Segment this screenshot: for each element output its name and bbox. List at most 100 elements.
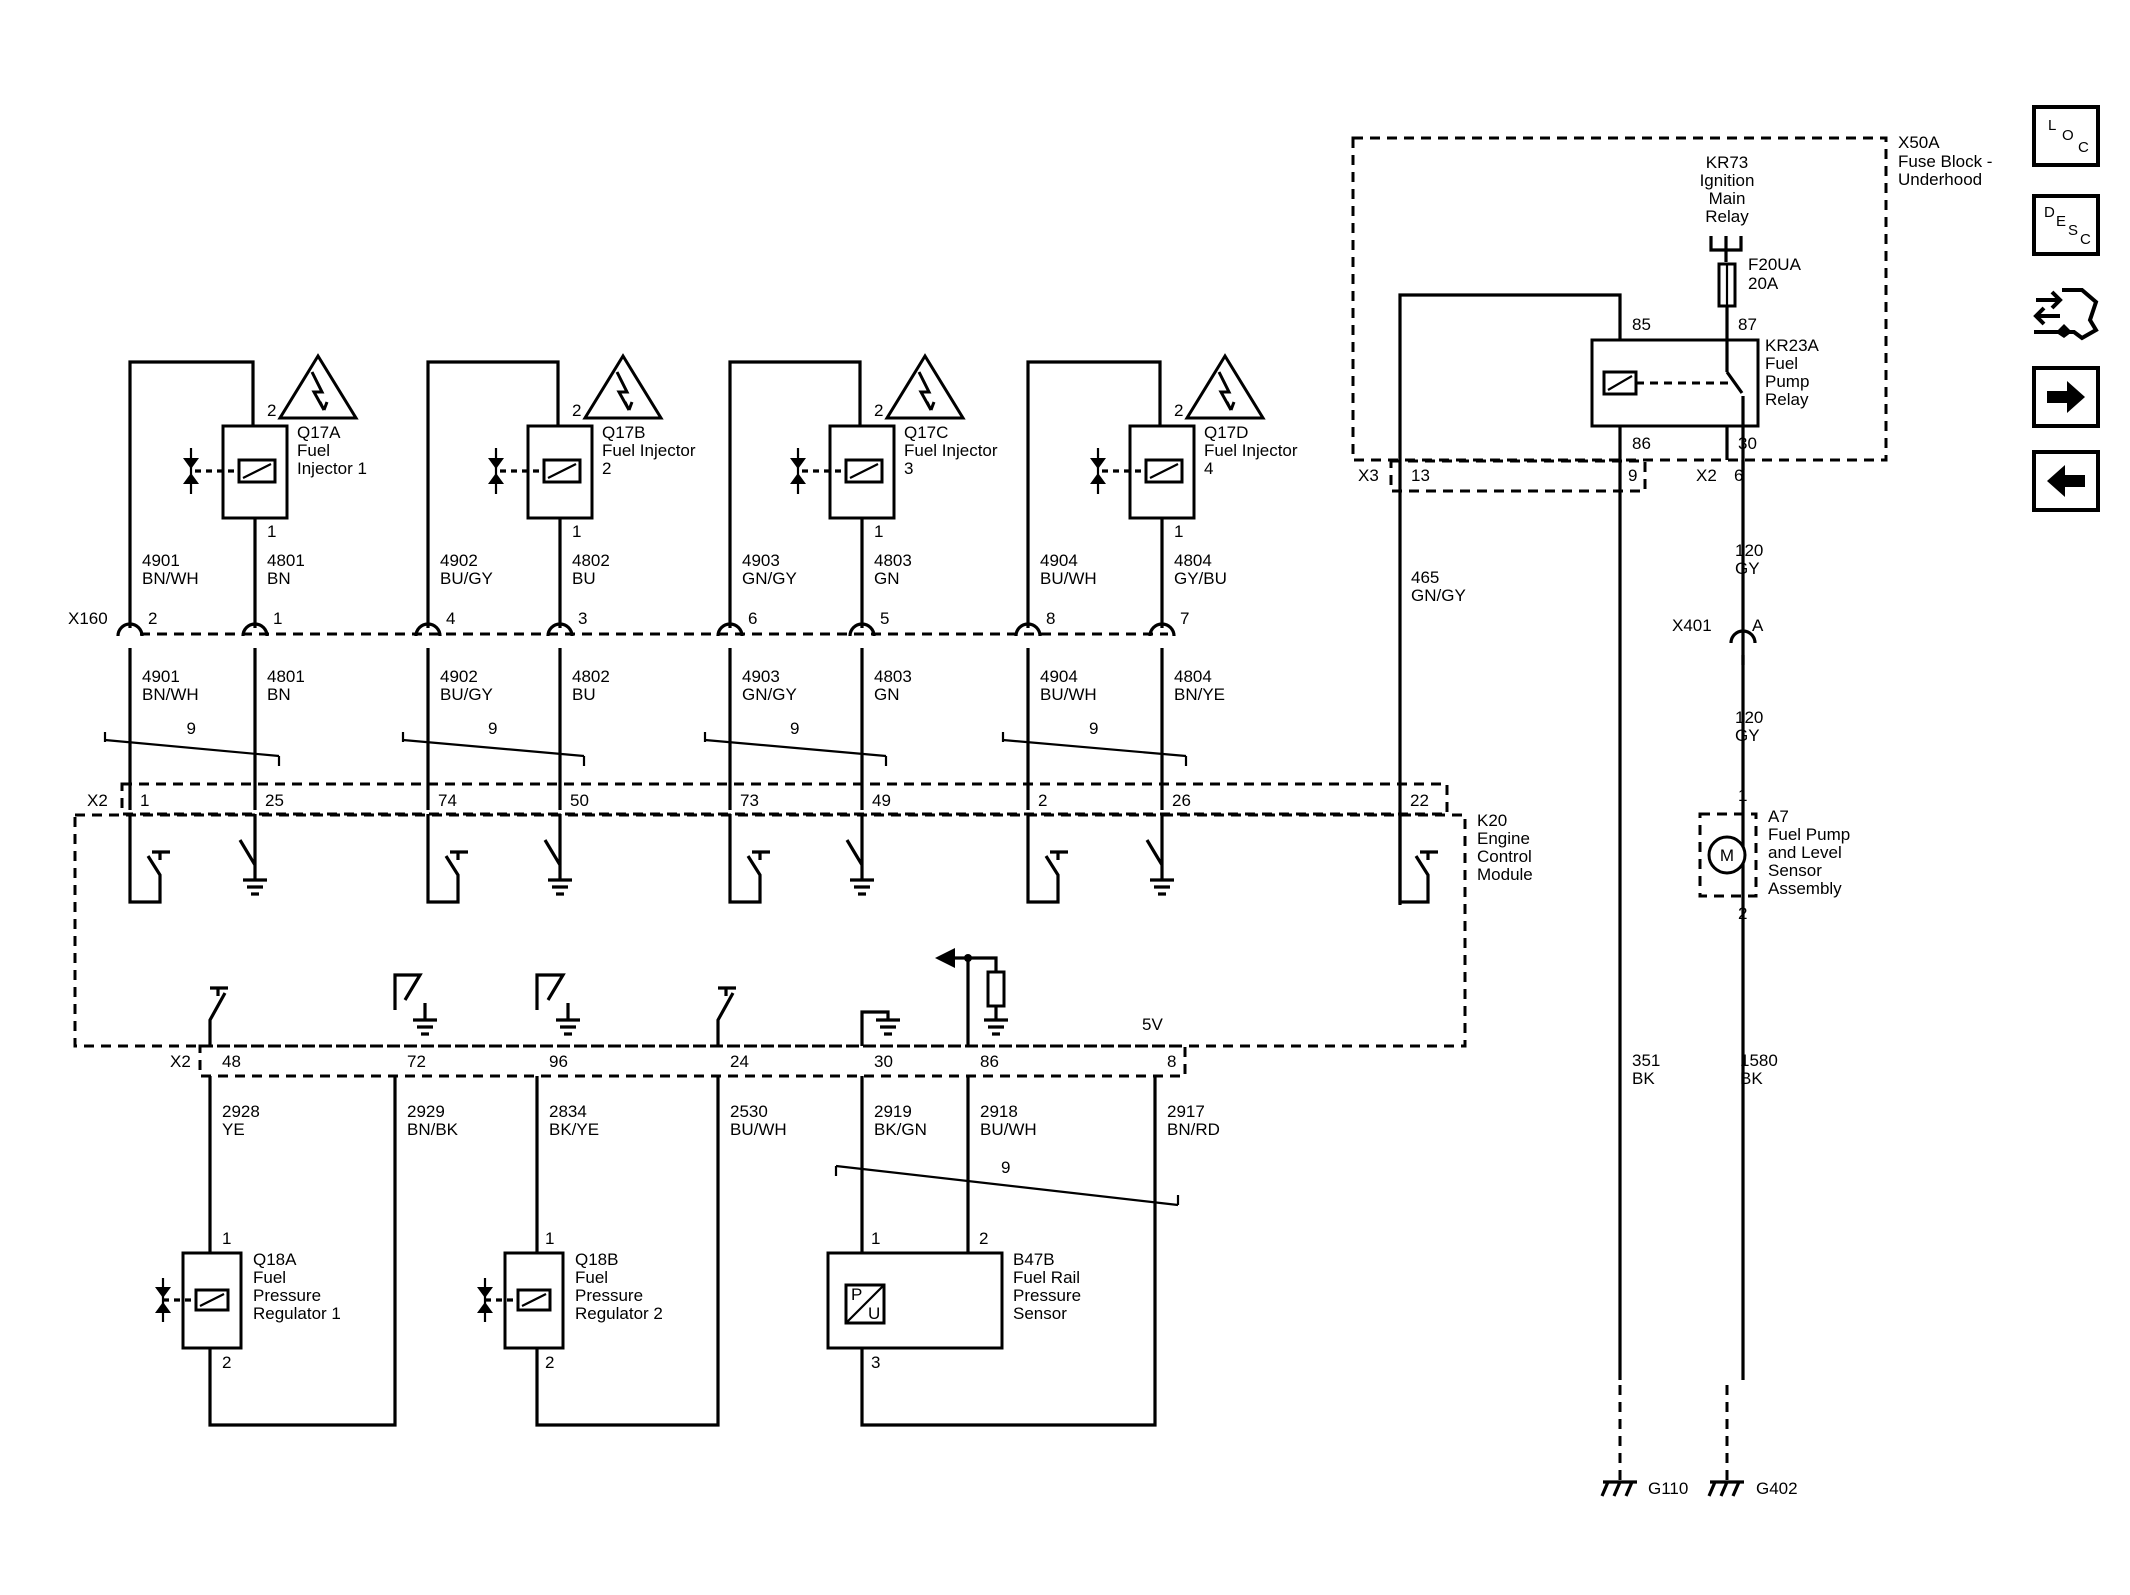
circuit-label: 4901 (142, 667, 180, 686)
circuit-label: 4802 (572, 667, 610, 686)
svg-text:9: 9 (488, 719, 497, 738)
svg-text:BU: BU (572, 569, 596, 588)
next-page-button[interactable] (2032, 366, 2100, 428)
circuit-120-top: 120 (1735, 541, 1763, 560)
svg-text:Fuel Injector: Fuel Injector (904, 441, 998, 460)
k20-pin: 22 (1410, 791, 1429, 810)
circuit-label: 2918 (980, 1102, 1018, 1121)
g110-label: G110 (1648, 1479, 1688, 1498)
svg-text:BN: BN (267, 685, 291, 704)
x50a-label-line3: Underhood (1898, 170, 1982, 189)
ground-icon-g110 (1600, 1480, 1637, 1497)
svg-text:BN/WH: BN/WH (142, 685, 199, 704)
svg-text:6: 6 (1734, 466, 1743, 485)
twisted-pair-marker (1002, 738, 1187, 758)
svg-text:Sensor: Sensor (1768, 861, 1822, 880)
svg-text:13: 13 (1411, 466, 1430, 485)
pin-85: 85 (1632, 315, 1651, 334)
svg-text:2: 2 (545, 1353, 554, 1372)
svg-text:3: 3 (904, 459, 913, 478)
k20-x2-bottom-connector (198, 1044, 1187, 1078)
connector-terminal-icon (848, 622, 876, 637)
k20-pin: 49 (872, 791, 891, 810)
circuit-1580: 1580 (1740, 1051, 1778, 1070)
twisted-pair-marker (104, 738, 280, 758)
location-button[interactable]: L O C (2032, 105, 2100, 167)
ground-icon-g402 (1707, 1480, 1744, 1497)
f20ua-label: F20UA (1748, 255, 1802, 274)
svg-text:GN: GN (874, 685, 900, 704)
connector-repair-button[interactable] (2030, 280, 2102, 342)
svg-text:1: 1 (1174, 522, 1183, 541)
svg-text:KR73: KR73 (1706, 153, 1749, 172)
wire-2834-2530 (535, 1076, 720, 1427)
resistor-icon (986, 970, 1006, 1008)
svg-text:BN/RD: BN/RD (1167, 1120, 1220, 1139)
switch-icon (1026, 814, 1068, 904)
motor-icon (1707, 835, 1747, 875)
g402-label: G402 (1756, 1479, 1798, 1498)
svg-text:Ignition: Ignition (1700, 171, 1755, 190)
pin-86: 86 (1632, 434, 1651, 453)
connector-terminal-icon (546, 622, 574, 637)
svg-text:3: 3 (578, 609, 587, 628)
svg-text:Fuel: Fuel (297, 441, 330, 460)
k20-pin: 96 (549, 1052, 568, 1071)
svg-text:1: 1 (267, 522, 276, 541)
previous-page-button[interactable] (2032, 450, 2100, 512)
arrow-left-icon (2047, 465, 2085, 497)
svg-text:6: 6 (748, 609, 757, 628)
svg-text:9: 9 (790, 719, 799, 738)
description-button[interactable]: D E S C (2032, 194, 2100, 256)
circuit-label: 4804 (1174, 667, 1212, 686)
svg-text:9: 9 (1628, 466, 1637, 485)
svg-text:2: 2 (979, 1229, 988, 1248)
svg-text:Assembly: Assembly (1768, 879, 1842, 898)
svg-text:BK: BK (1632, 1069, 1655, 1088)
wire-120-1580 (1725, 426, 1745, 1380)
svg-text:1: 1 (874, 522, 883, 541)
q17d-label: Q17D (1204, 423, 1248, 442)
twisted-pair-marker (704, 738, 887, 758)
svg-text:BU/WH: BU/WH (980, 1120, 1037, 1139)
k20-pin: 74 (438, 791, 457, 810)
svg-text:3: 3 (871, 1353, 880, 1372)
svg-text:Module: Module (1477, 865, 1533, 884)
svg-text:2: 2 (602, 459, 611, 478)
k20-pin: 1 (140, 791, 149, 810)
x50a-fuse-block-outline (1351, 136, 1888, 462)
svg-text:Fuel Rail: Fuel Rail (1013, 1268, 1080, 1287)
five-volt-label: 5V (1142, 1015, 1163, 1034)
svg-text:M: M (1720, 846, 1734, 865)
svg-text:GN/GY: GN/GY (742, 685, 797, 704)
circuit-label: 4904 (1040, 667, 1078, 686)
x50a-label: X50A (1898, 133, 1940, 152)
connector-terminal-icon (241, 622, 269, 637)
circuit-351: 351 (1632, 1051, 1660, 1070)
svg-text:BN/BK: BN/BK (407, 1120, 459, 1139)
twisted-pair-marker (835, 1164, 1179, 1207)
svg-text:Sensor: Sensor (1013, 1304, 1067, 1323)
svg-text:1: 1 (871, 1229, 880, 1248)
ground-driver-icon (1145, 814, 1174, 896)
circuit-label: 4903 (742, 667, 780, 686)
connector-terminal-icon (716, 622, 744, 637)
q18a-label: Q18A (253, 1250, 297, 1269)
k20-pin: 26 (1172, 791, 1191, 810)
svg-text:BK/YE: BK/YE (549, 1120, 599, 1139)
kr73-relay-output-icon (1709, 236, 1743, 262)
k20-pin: 25 (265, 791, 284, 810)
svg-text:2: 2 (267, 401, 276, 420)
switch-icon (208, 986, 228, 1046)
svg-text:Pump: Pump (1765, 372, 1809, 391)
k20-x2-top-connector (120, 782, 1449, 816)
svg-text:1: 1 (1738, 786, 1747, 805)
switch-icon (128, 814, 170, 904)
svg-text:X2: X2 (170, 1052, 191, 1071)
k20-pin: 30 (874, 1052, 893, 1071)
